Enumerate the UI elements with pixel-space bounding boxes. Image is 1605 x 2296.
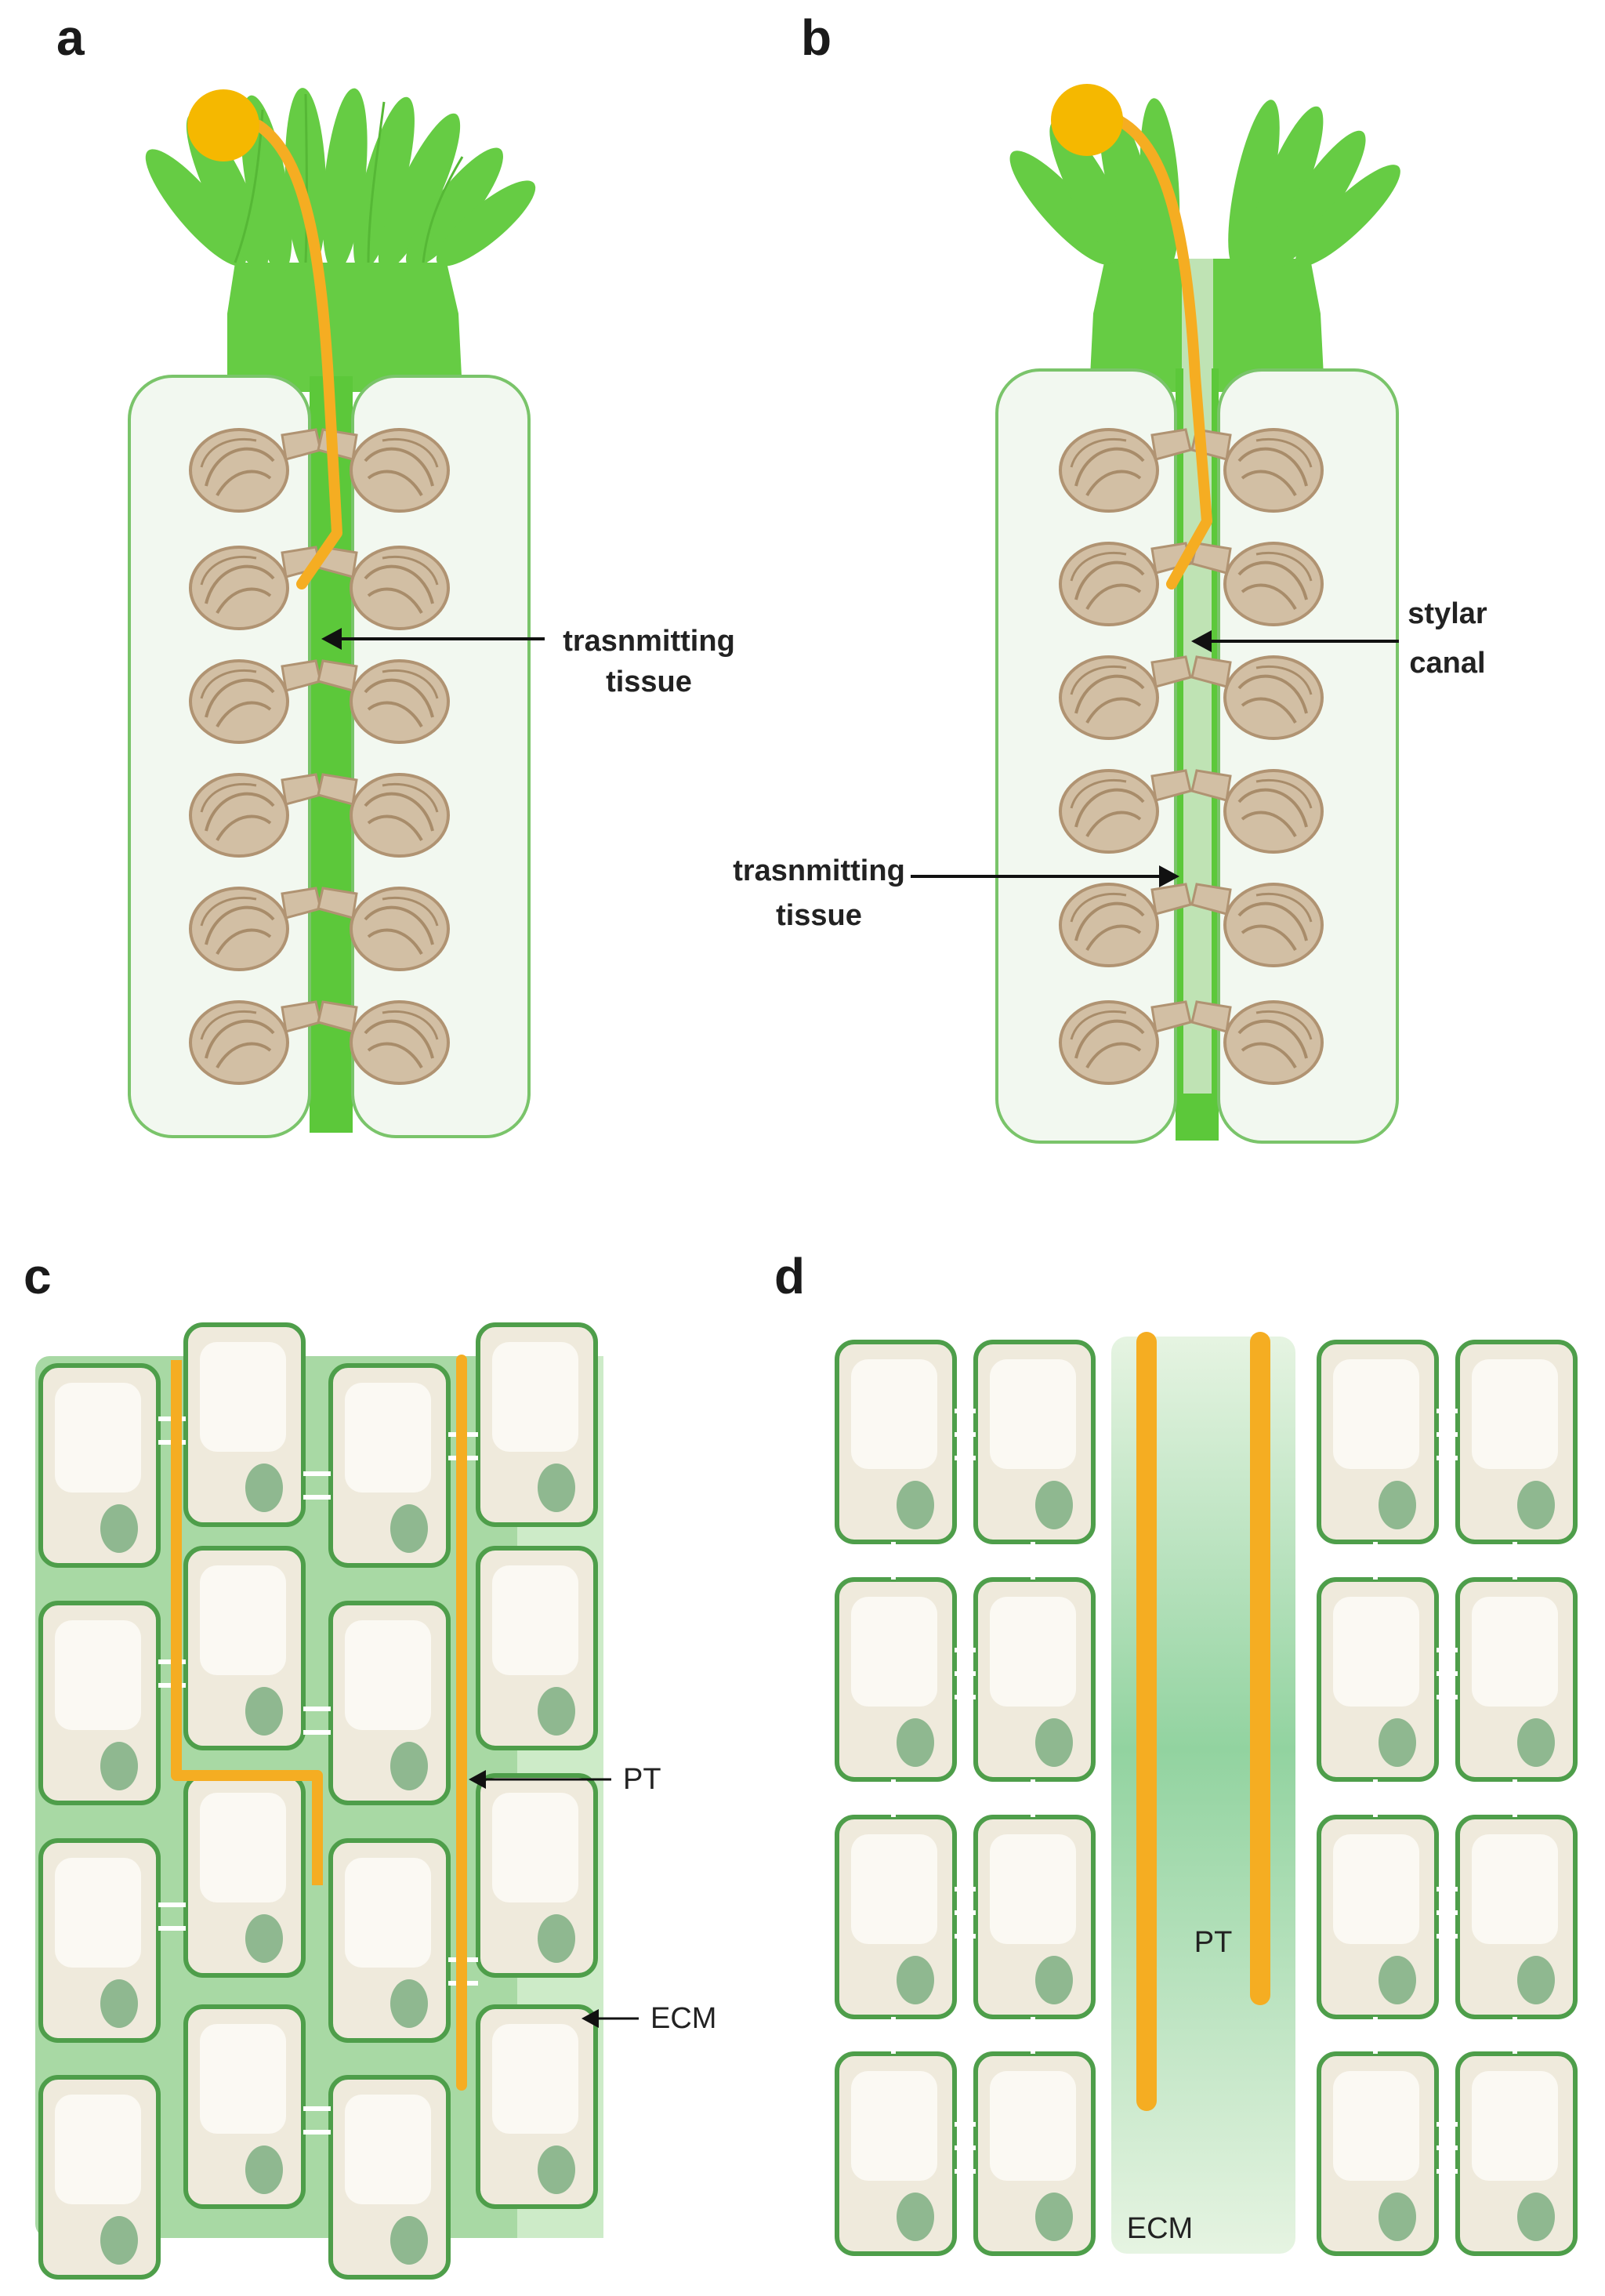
- pollen-tube-b: [1115, 116, 1212, 589]
- pollen-grain-b: [1051, 84, 1123, 156]
- label-transmitting-a-line2: tissue: [606, 666, 692, 698]
- arrow-pt-c: [469, 1770, 611, 1789]
- label-transmitting-b-line2: tissue: [776, 899, 862, 932]
- label-transmitting-b-line1: trasnmitting: [733, 854, 905, 887]
- label-stylar-canal-line2: canal: [1409, 647, 1485, 680]
- cell-grid-d-right: [1319, 1342, 1575, 2254]
- label-transmitting-a-line1: trasnmitting: [563, 625, 735, 658]
- label-pt-d: PT: [1194, 1926, 1233, 1959]
- pollen-tube-c-bent: [171, 1360, 323, 1885]
- panel-d: d: [774, 1248, 1575, 2254]
- panel-b: b: [733, 9, 1487, 1144]
- label-ecm-c: ECM: [650, 2002, 716, 2035]
- panel-letter-c: c: [24, 1248, 52, 1304]
- arrow-ecm-c: [581, 2009, 639, 2028]
- label-ecm-d: ECM: [1127, 2212, 1193, 2245]
- panel-a: a: [56, 9, 735, 1138]
- panel-c: c: [24, 1248, 716, 2277]
- label-pt-c: PT: [623, 1763, 661, 1796]
- cell-grid-d-left: [837, 1342, 1093, 2254]
- arrow-transmitting-tissue-b: [911, 865, 1179, 887]
- panel-letter-a: a: [56, 9, 85, 66]
- ecm-channel-d: [1111, 1337, 1295, 2254]
- panel-letter-b: b: [801, 9, 831, 66]
- plasmodesmata-d: [891, 1409, 1517, 2174]
- label-stylar-canal-line1: stylar: [1408, 597, 1487, 630]
- arrow-stylar-canal-b: [1191, 630, 1399, 652]
- stigma-a: [145, 88, 536, 392]
- pollen-tube-a: [253, 120, 342, 589]
- arrow-transmitting-tissue-a: [321, 628, 545, 650]
- pollen-grain-a: [187, 89, 259, 161]
- panel-letter-d: d: [774, 1248, 805, 1304]
